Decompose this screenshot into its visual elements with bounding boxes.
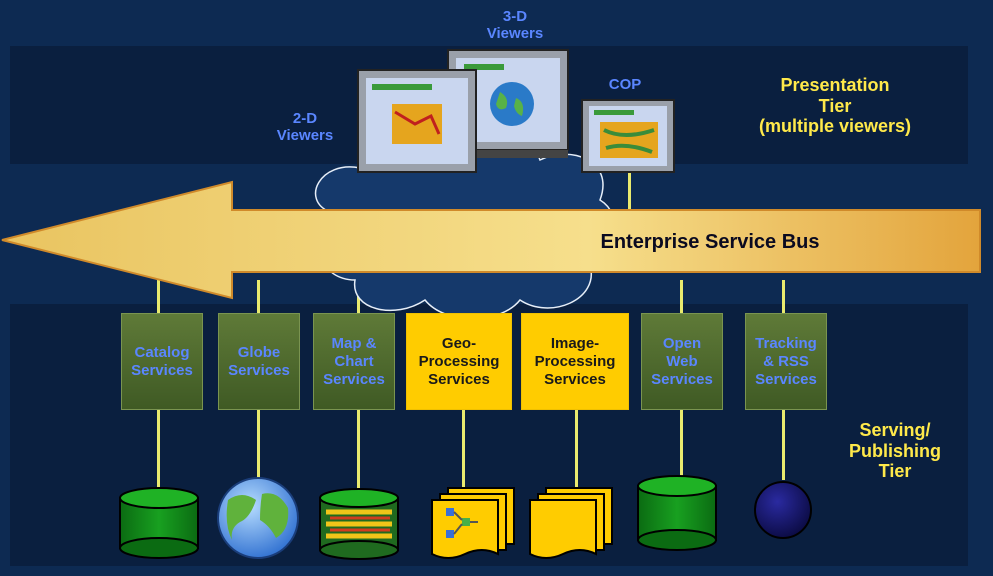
serving-publishing-tier-label: Serving/ Publishing Tier xyxy=(849,420,941,482)
catalog-database-icon xyxy=(119,487,199,559)
globe-services-box: Globe Services xyxy=(218,313,300,410)
tracking-sphere-icon xyxy=(754,481,812,539)
cop-label: COP xyxy=(608,76,642,93)
image-processing-services-box: Image- Processing Services xyxy=(521,313,629,410)
connector-line xyxy=(257,410,260,480)
open-web-database-icon xyxy=(637,475,717,551)
connector-line xyxy=(782,410,785,480)
map-chart-services-box: Map & Chart Services xyxy=(313,313,395,410)
enterprise-bus-arrow xyxy=(1,180,981,300)
two-d-viewers-label: 2-D Viewers xyxy=(276,110,334,145)
connector-line xyxy=(357,410,360,490)
connector-line xyxy=(157,410,160,490)
geoprocessing-model-documents-icon xyxy=(431,487,515,559)
enterprise-service-bus-label: Enterprise Service Bus xyxy=(600,231,820,253)
open-web-services-box: Open Web Services xyxy=(641,313,723,410)
presentation-tier-label: Presentation Tier (multiple viewers) xyxy=(758,75,912,137)
three-d-viewers-label: 3-D Viewers xyxy=(486,8,544,43)
connector-line xyxy=(680,280,683,313)
connector-line xyxy=(157,280,160,313)
connector-line xyxy=(782,280,785,313)
monitor-cop-viewer xyxy=(581,99,675,173)
connector-line xyxy=(628,165,631,212)
connector-line xyxy=(680,410,683,480)
map-chart-layers-icon xyxy=(319,488,399,560)
geoprocessing-services-box: Geo- Processing Services xyxy=(406,313,512,410)
image-processing-documents-icon xyxy=(529,487,613,559)
connector-line xyxy=(257,280,260,313)
connector-line xyxy=(575,410,578,490)
globe-icon xyxy=(217,477,299,559)
catalog-services-box: Catalog Services xyxy=(121,313,203,410)
tracking-rss-services-box: Tracking & RSS Services xyxy=(745,313,827,410)
monitor-2d-viewer xyxy=(357,69,477,173)
connector-line xyxy=(462,410,465,490)
